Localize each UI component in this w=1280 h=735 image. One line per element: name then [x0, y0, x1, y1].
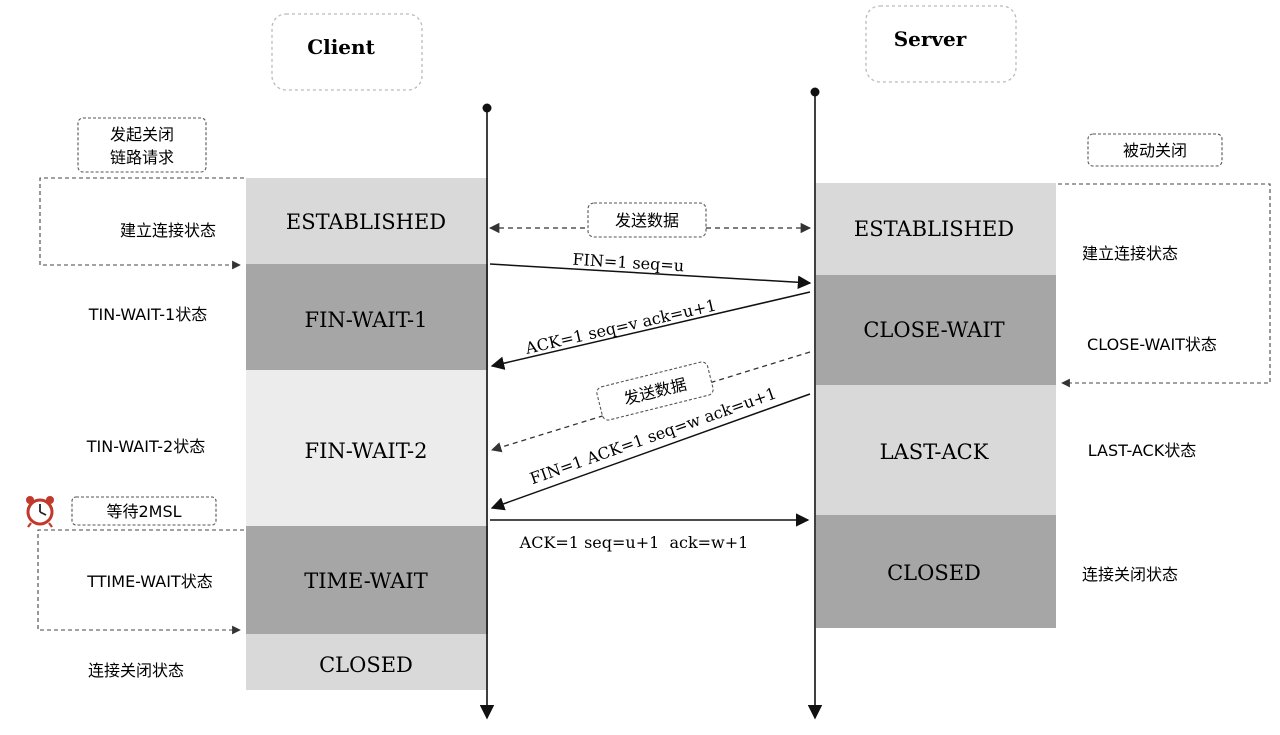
passive-close-note: 被动关闭 [1087, 133, 1223, 167]
server-state-close-wait: CLOSE-WAIT [863, 318, 1004, 342]
initiate-close-line2: 链路请求 [110, 148, 174, 167]
server-close-wait-bracket [1058, 183, 1271, 388]
fin1-label: FIN=1 seq=u [572, 250, 685, 276]
server-label-last-ack: LAST-ACK状态 [1088, 441, 1196, 460]
server-state-closed: CLOSED [887, 561, 981, 585]
send-data-2-note: 发送数据 [596, 361, 714, 421]
client-title: Client [307, 35, 375, 59]
server-title: Server [894, 27, 967, 51]
wait-2msl-note: 等待2MSL [71, 496, 217, 526]
client-state-fin-wait-1: FIN-WAIT-1 [305, 308, 428, 332]
passive-close-label: 被动关闭 [1123, 141, 1187, 160]
fin1-arrow [489, 263, 812, 290]
initiate-close-note: 发起关闭 链路请求 [77, 117, 207, 173]
server-state-closed-block [816, 515, 1056, 628]
client-label-fin-wait-1: TIN-WAIT-1状态 [88, 305, 207, 324]
server-state-established: ESTABLISHED [854, 217, 1014, 241]
ack1-arrow [490, 291, 811, 370]
client-label-fin-wait-2: TIN-WAIT-2状态 [86, 437, 205, 456]
client-state-fin-wait-1-block [246, 264, 488, 370]
client-state-time-wait: TIME-WAIT [304, 569, 427, 593]
alarm-clock-icon [26, 496, 54, 528]
client-state-blocks: ESTABLISHED FIN-WAIT-1 FIN-WAIT-2 TIME-W… [246, 178, 488, 690]
client-timeline [479, 103, 495, 720]
client-label-closed: 连接关闭状态 [88, 661, 184, 680]
server-state-last-ack-block [816, 385, 1056, 515]
server-state-last-ack: LAST-ACK [880, 440, 989, 464]
client-time-wait-bracket [37, 529, 244, 635]
ack2-label: ACK=1 seq=u+1 ack=w+1 [519, 533, 749, 552]
client-label-established: 建立连接状态 [120, 221, 216, 240]
server-state-established-block [816, 183, 1056, 275]
server-label-close-wait: CLOSE-WAIT状态 [1087, 335, 1217, 354]
server-state-close-wait-block [816, 275, 1056, 385]
client-header: Client [271, 13, 423, 91]
client-state-closed: CLOSED [319, 653, 413, 677]
client-state-time-wait-block [246, 526, 488, 634]
server-timeline [807, 87, 823, 720]
send-data-1-label: 发送数据 [615, 211, 679, 230]
client-state-established-block [246, 178, 488, 264]
initiate-close-line1: 发起关闭 [110, 125, 174, 144]
server-label-closed: 连接关闭状态 [1082, 565, 1178, 584]
client-state-established: ESTABLISHED [286, 210, 446, 234]
client-state-fin-wait-2-block [246, 370, 488, 526]
fin2-arrow [490, 393, 811, 511]
server-state-blocks: ESTABLISHED CLOSE-WAIT LAST-ACK CLOSED [816, 183, 1056, 628]
wait-2msl-label: 等待2MSL [106, 502, 181, 521]
client-state-fin-wait-2: FIN-WAIT-2 [305, 439, 428, 463]
server-label-established: 建立连接状态 [1082, 244, 1178, 263]
send-data-1-note: 发送数据 [587, 202, 707, 238]
server-header: Server [865, 5, 1017, 83]
client-established-bracket [39, 177, 244, 270]
client-label-time-wait: TTIME-WAIT状态 [86, 572, 212, 591]
client-state-closed-block [246, 634, 488, 690]
ack1-label: ACK=1 seq=v ack=u+1 [522, 295, 718, 358]
